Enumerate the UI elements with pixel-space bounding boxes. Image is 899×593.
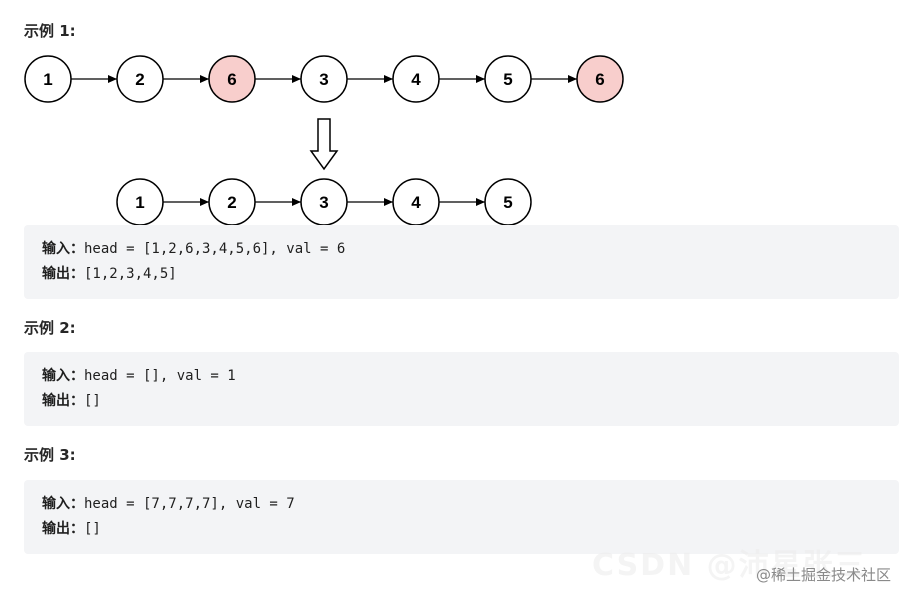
input-value: head = [1,2,6,3,4,5,6], val = 6 bbox=[84, 241, 346, 257]
faint-watermark: CSDN @沛星张三 bbox=[592, 548, 867, 583]
output-list-node-value: 4 bbox=[411, 193, 421, 212]
input-label: 输入： bbox=[42, 241, 84, 257]
example-3-heading: 示例 3: bbox=[24, 446, 76, 464]
input-list-node-value: 2 bbox=[135, 70, 144, 89]
example-3-code: 输入：head = [7,7,7,7], val = 7 输出：[] bbox=[24, 480, 899, 554]
output-label: 输出： bbox=[42, 266, 84, 282]
input-label: 输入： bbox=[42, 496, 84, 512]
linked-list-diagram: 1 2 6 3 4 5 6 1 2 3 4 5 bbox=[24, 55, 624, 226]
output-list-node-value: 2 bbox=[227, 193, 236, 212]
example-1-code: 输入：head = [1,2,6,3,4,5,6], val = 6 输出：[1… bbox=[24, 225, 899, 299]
input-list-node-value: 3 bbox=[319, 70, 328, 89]
example-3-input-line: 输入：head = [7,7,7,7], val = 7 bbox=[42, 492, 899, 517]
input-list-node bbox=[24, 55, 72, 103]
example-2-output-line: 输出：[] bbox=[42, 389, 899, 414]
input-list-node bbox=[300, 55, 348, 103]
output-label: 输出： bbox=[42, 393, 84, 409]
example-2-heading: 示例 2: bbox=[24, 319, 76, 337]
input-label: 输入： bbox=[42, 368, 84, 384]
transform-down-arrow bbox=[309, 118, 339, 171]
example-1-output-line: 输出：[1,2,3,4,5] bbox=[42, 262, 899, 287]
input-list-node-value: 6 bbox=[595, 70, 604, 89]
input-list-node-value: 1 bbox=[43, 70, 52, 89]
output-value: [] bbox=[84, 521, 101, 537]
input-list-node-value: 4 bbox=[411, 70, 421, 89]
example-1-heading: 示例 1: bbox=[24, 22, 76, 40]
input-list-node bbox=[116, 55, 164, 103]
input-list-node bbox=[484, 55, 532, 103]
input-list-node-value: 6 bbox=[227, 70, 236, 89]
example-3-output-line: 输出：[] bbox=[42, 517, 899, 542]
site-watermark: @稀土掘金技术社区 bbox=[755, 566, 891, 584]
example-2-code: 输入：head = [], val = 1 输出：[] bbox=[24, 352, 899, 426]
output-value: [1,2,3,4,5] bbox=[84, 266, 177, 282]
example-1-input-line: 输入：head = [1,2,6,3,4,5,6], val = 6 bbox=[42, 237, 899, 262]
input-value: head = [7,7,7,7], val = 7 bbox=[84, 496, 295, 512]
output-list-node-value: 1 bbox=[135, 193, 144, 212]
output-value: [] bbox=[84, 393, 101, 409]
input-linked-list: 1 2 6 3 4 5 6 bbox=[24, 55, 624, 103]
example-2-input-line: 输入：head = [], val = 1 bbox=[42, 364, 899, 389]
output-linked-list: 1 2 3 4 5 bbox=[116, 178, 532, 226]
input-list-node-value: 5 bbox=[503, 70, 512, 89]
input-value: head = [], val = 1 bbox=[84, 368, 236, 384]
output-label: 输出： bbox=[42, 521, 84, 537]
input-list-node-removed bbox=[576, 55, 624, 103]
input-list-node bbox=[392, 55, 440, 103]
output-list-node-value: 5 bbox=[503, 193, 512, 212]
output-list-node-value: 3 bbox=[319, 193, 328, 212]
input-list-node-removed bbox=[208, 55, 256, 103]
